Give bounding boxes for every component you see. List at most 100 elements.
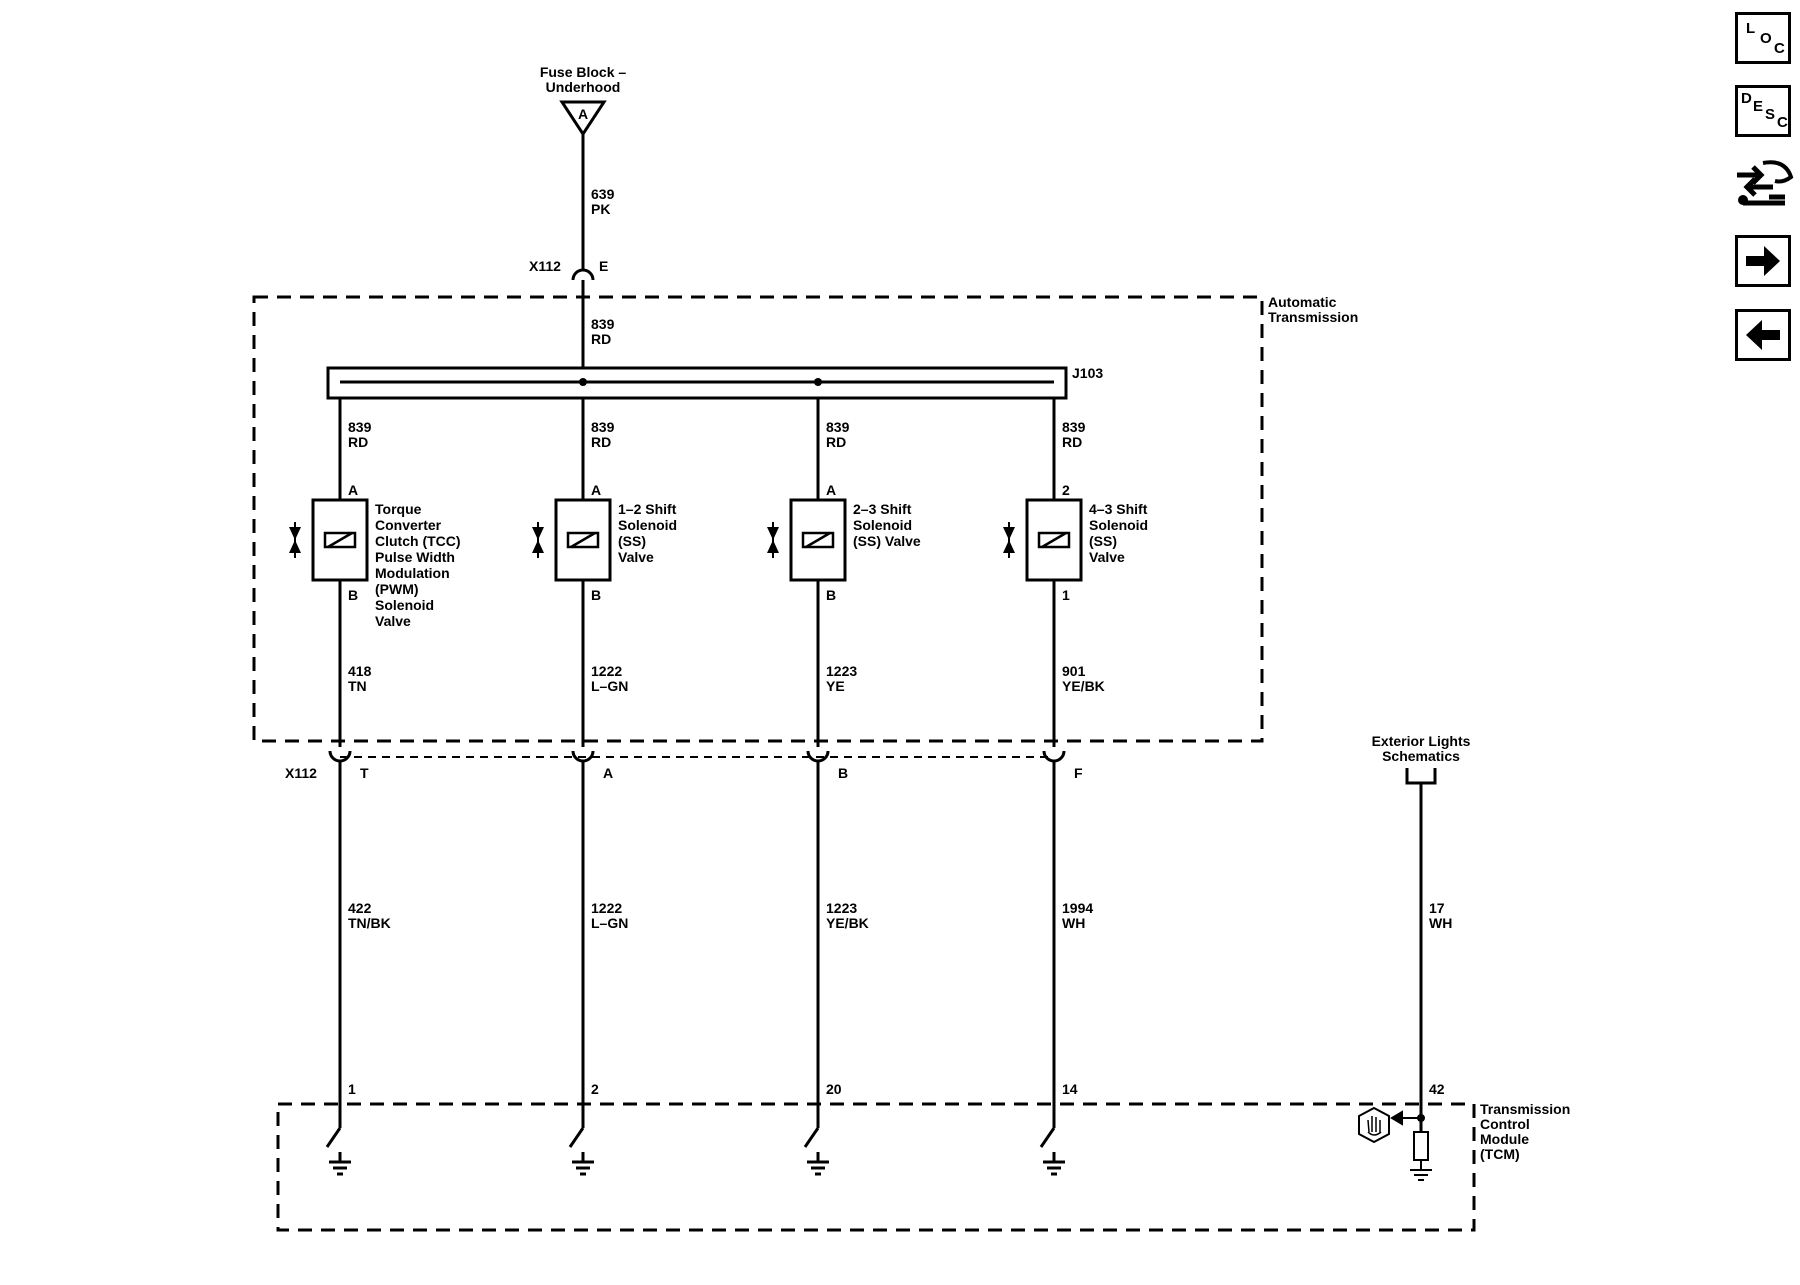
solenoid-name-line: Valve <box>618 549 654 565</box>
exterior-lights-label-2: Schematics <box>1382 748 1460 764</box>
loc-letter-o: O <box>1760 30 1772 47</box>
automatic-transmission-label-2: Transmission <box>1268 309 1358 325</box>
solenoid-pin-top: A <box>348 482 358 498</box>
valve-arrow-icon <box>767 540 779 553</box>
fuse-pin-label: A <box>578 106 588 122</box>
solenoid-pin-top: A <box>591 482 601 498</box>
low-wire-color: WH <box>1062 915 1085 931</box>
solenoid-pin-bottom: B <box>826 587 836 603</box>
previous-page-button[interactable] <box>1735 309 1791 361</box>
solenoid-coil-icon <box>801 531 835 549</box>
mid-circuit-number: 1222 <box>591 663 622 679</box>
top-circuit-number: 839 <box>1062 419 1086 435</box>
splice-dot <box>579 378 587 386</box>
mid-circuit-number: 1223 <box>826 663 857 679</box>
desc-letter-e: E <box>1753 98 1764 115</box>
splice-dot <box>814 378 822 386</box>
fuse-block-label-1: Fuse Block – <box>540 64 627 80</box>
top-wire-color: RD <box>1062 434 1082 450</box>
mid-wire-color: YE/BK <box>1062 678 1105 694</box>
feed-wire-2-circuit: 839 <box>591 316 615 332</box>
low-circuit-number: 422 <box>348 900 372 916</box>
automatic-transmission-label-1: Automatic <box>1268 294 1337 310</box>
valve-arrow-icon <box>1003 540 1015 553</box>
valve-arrow-icon <box>289 540 301 553</box>
static-sensitive-hand-icon <box>1358 1106 1390 1144</box>
x112-pin-label: B <box>838 765 848 781</box>
tcm-label-3: Module <box>1480 1131 1529 1147</box>
mid-circuit-number: 901 <box>1062 663 1086 679</box>
x112-bottom-label: X112 <box>285 765 317 781</box>
solenoid-name-line: Converter <box>375 517 442 533</box>
valve-arrow-icon <box>532 527 544 540</box>
top-wire-color: RD <box>348 434 368 450</box>
tcm-label-2: Control <box>1480 1116 1530 1132</box>
top-circuit-number: 839 <box>591 419 615 435</box>
fuse-block-symbol: A <box>559 100 607 137</box>
solenoid-name-line: (SS) Valve <box>853 533 921 549</box>
mid-wire-color: TN <box>348 678 367 694</box>
mid-wire-color: L–GN <box>591 678 628 694</box>
solenoid-name-line: Solenoid <box>853 517 912 533</box>
automatic-transmission-boundary <box>252 295 1264 743</box>
solenoid-name-line: Solenoid <box>618 517 677 533</box>
tcm-pin-label: 14 <box>1062 1081 1078 1097</box>
location-button[interactable]: L O C <box>1735 12 1791 64</box>
connector-tools-icon[interactable] <box>1733 155 1795 213</box>
mid-circuit-number: 418 <box>348 663 372 679</box>
low-circuit-number: 1223 <box>826 900 857 916</box>
tcm-pin-label: 1 <box>348 1081 356 1097</box>
top-wire-color: RD <box>591 434 611 450</box>
ext-wire-tcm-pin: 42 <box>1429 1081 1445 1097</box>
solenoid-name-line: (SS) <box>618 533 646 549</box>
tcm-label-1: Transmission <box>1480 1101 1570 1117</box>
feed-wire-1-color: PK <box>591 201 610 217</box>
tcm-label-4: (TCM) <box>1480 1146 1520 1162</box>
fuse-block-label-2: Underhood <box>546 79 621 95</box>
solenoid-name-line: 1–2 Shift <box>618 501 677 517</box>
top-wire-color: RD <box>826 434 846 450</box>
desc-letter-d: D <box>1741 90 1752 107</box>
x112-pin-label: T <box>360 765 369 781</box>
solenoid-name-line: Modulation <box>375 565 450 581</box>
low-wire-color: TN/BK <box>348 915 391 931</box>
solenoid-name-line: (PWM) <box>375 581 419 597</box>
loc-letter-c: C <box>1774 40 1785 57</box>
loc-letter-l: L <box>1746 20 1756 37</box>
valve-arrow-icon <box>532 540 544 553</box>
solenoid-branch <box>767 398 847 1176</box>
arrow-left-icon <box>1746 320 1780 350</box>
solenoid-branch <box>289 398 369 1176</box>
ext-wire-circuit: 17 <box>1429 900 1445 916</box>
feed-wire-1-circuit: 639 <box>591 186 615 202</box>
solenoid-name-line: 4–3 Shift <box>1089 501 1148 517</box>
splice-j103-label: J103 <box>1072 365 1103 381</box>
solenoid-pin-top: 2 <box>1062 482 1070 498</box>
solenoid-name-line: Valve <box>1089 549 1125 565</box>
x112-top-label: X112 <box>529 258 561 274</box>
exterior-lights-label-1: Exterior Lights <box>1372 733 1471 749</box>
solenoid-pin-bottom: B <box>591 587 601 603</box>
ext-wire-color: WH <box>1429 915 1452 931</box>
tcm-boundary <box>276 1102 1476 1232</box>
next-page-button[interactable] <box>1735 235 1791 287</box>
description-button[interactable]: D E S C <box>1735 85 1791 137</box>
top-circuit-number: 839 <box>348 419 372 435</box>
desc-letter-s: S <box>1765 106 1776 123</box>
solenoid-coil-icon <box>566 531 600 549</box>
solenoid-coil-icon <box>323 531 357 549</box>
valve-arrow-icon <box>767 527 779 540</box>
valve-arrow-icon <box>289 527 301 540</box>
desc-letter-c: C <box>1777 114 1788 131</box>
solenoid-coil-icon <box>1037 531 1071 549</box>
j103-splice-bus <box>326 366 1068 400</box>
mid-wire-color: YE <box>826 678 845 694</box>
solenoid-name-line: Valve <box>375 613 411 629</box>
solenoid-branch <box>532 398 612 1176</box>
solenoid-pin-bottom: 1 <box>1062 587 1070 603</box>
solenoid-branch <box>1003 398 1083 1176</box>
solenoid-pin-bottom: B <box>348 587 358 603</box>
solenoid-name-line: Clutch (TCC) <box>375 533 461 549</box>
solenoid-name-line: Pulse Width <box>375 549 455 565</box>
